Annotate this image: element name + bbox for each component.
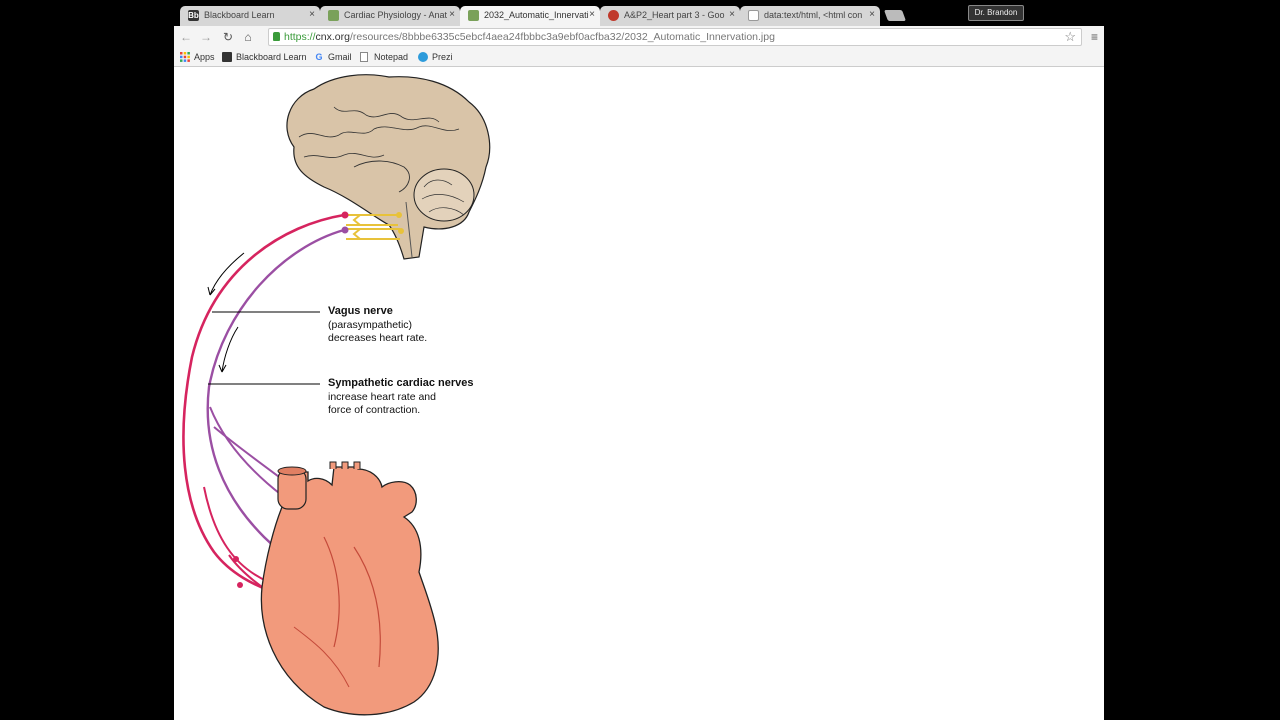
- url-path: /resources/8bbbe6335c5ebcf4aea24fbbbc3a9…: [349, 31, 775, 43]
- vagus-nerve-description: decreases heart rate.: [328, 332, 428, 344]
- cnx-favicon-icon: [468, 10, 479, 21]
- blackboard-icon: [222, 52, 232, 62]
- bookmark-notepad[interactable]: Notepad: [360, 50, 408, 64]
- blackboard-favicon-icon: Bb: [188, 10, 199, 21]
- image-viewer: Vagus nerve (parasympathetic) decreases …: [174, 67, 1104, 720]
- back-arrow-icon[interactable]: ←: [180, 30, 192, 44]
- bookmark-label: Blackboard Learn: [236, 52, 307, 62]
- sympathetic-nerves-description-1: increase heart rate and: [328, 391, 436, 403]
- bookmarks-bar: Apps Blackboard Learn G Gmail Notepad Pr…: [174, 48, 1104, 67]
- prezi-icon: [418, 52, 428, 62]
- new-tab-button[interactable]: [883, 10, 907, 21]
- heart-illustration: [260, 461, 439, 716]
- browser-window: Bb Blackboard Learn × Cardiac Physiology…: [174, 0, 1104, 720]
- brain-illustration: [286, 74, 491, 260]
- document-icon: [360, 52, 368, 62]
- cnx-favicon-icon: [328, 10, 339, 21]
- google-icon: G: [315, 52, 323, 62]
- tab-close-icon[interactable]: ×: [869, 9, 875, 20]
- vagus-nerve-subtitle: (parasympathetic): [328, 319, 413, 331]
- bookmark-prezi[interactable]: Prezi: [418, 50, 453, 64]
- tab-close-icon[interactable]: ×: [589, 9, 595, 20]
- document-favicon-icon: [748, 10, 759, 21]
- bookmark-blackboard-learn[interactable]: Blackboard Learn: [222, 50, 307, 64]
- bookmark-label: Gmail: [328, 52, 352, 62]
- address-bar[interactable]: https://cnx.org/resources/8bbbe6335c5ebc…: [268, 28, 1082, 46]
- apps-grid-icon: [180, 52, 190, 62]
- browser-toolbar: ← → ↻ ⌂ https://cnx.org/resources/8bbbe6…: [174, 26, 1104, 48]
- google-slides-favicon-icon: [608, 10, 619, 21]
- tab-automatic-innervation[interactable]: 2032_Automatic_Innervati ×: [460, 6, 600, 26]
- tab-strip: Bb Blackboard Learn × Cardiac Physiology…: [174, 0, 1104, 26]
- profile-button[interactable]: Dr. Brandon: [968, 5, 1024, 21]
- forward-arrow-icon[interactable]: →: [200, 30, 212, 44]
- tab-title: A&P2_Heart part 3 - Goo: [624, 10, 725, 20]
- url-scheme: https://: [284, 31, 316, 43]
- menu-icon[interactable]: ≡: [1090, 30, 1098, 44]
- tab-title: 2032_Automatic_Innervati: [484, 10, 589, 20]
- bookmark-label: Notepad: [374, 52, 409, 62]
- tab-data-text-html[interactable]: data:text/html, <html con ×: [740, 6, 880, 26]
- tab-close-icon[interactable]: ×: [729, 9, 735, 20]
- brainstem-connectors: [341, 211, 404, 240]
- url-host: cnx.org: [315, 31, 350, 43]
- bookmark-apps[interactable]: Apps: [180, 50, 215, 64]
- bookmark-star-icon[interactable]: ☆: [1064, 29, 1076, 44]
- vagus-nerve-title: Vagus nerve: [328, 305, 393, 317]
- tab-title: Blackboard Learn: [204, 10, 275, 20]
- reload-icon[interactable]: ↻: [222, 30, 234, 44]
- tab-blackboard-learn[interactable]: Bb Blackboard Learn ×: [180, 6, 320, 26]
- tab-close-icon[interactable]: ×: [449, 9, 455, 20]
- bookmark-label: Apps: [194, 52, 215, 62]
- automatic-innervation-diagram: [182, 74, 491, 716]
- sympathetic-nerves-description-2: force of contraction.: [328, 404, 421, 416]
- home-icon[interactable]: ⌂: [244, 30, 252, 44]
- lock-icon: [273, 32, 280, 41]
- tab-heart-part-3[interactable]: A&P2_Heart part 3 - Goo ×: [600, 6, 740, 26]
- sympathetic-nerves-title: Sympathetic cardiac nerves: [328, 377, 474, 389]
- bookmark-label: Prezi: [432, 52, 453, 62]
- tab-cardiac-physiology[interactable]: Cardiac Physiology - Anat ×: [320, 6, 460, 26]
- tab-title: Cardiac Physiology - Anat: [344, 10, 448, 20]
- tab-close-icon[interactable]: ×: [309, 9, 315, 20]
- url-text: https://cnx.org/resources/8bbbe6335c5ebc…: [284, 29, 775, 45]
- direction-arrow-icon: [221, 326, 239, 373]
- tab-title: data:text/html, <html con: [764, 10, 863, 20]
- bookmark-gmail[interactable]: G Gmail: [314, 50, 352, 64]
- direction-arrow-icon: [209, 252, 245, 296]
